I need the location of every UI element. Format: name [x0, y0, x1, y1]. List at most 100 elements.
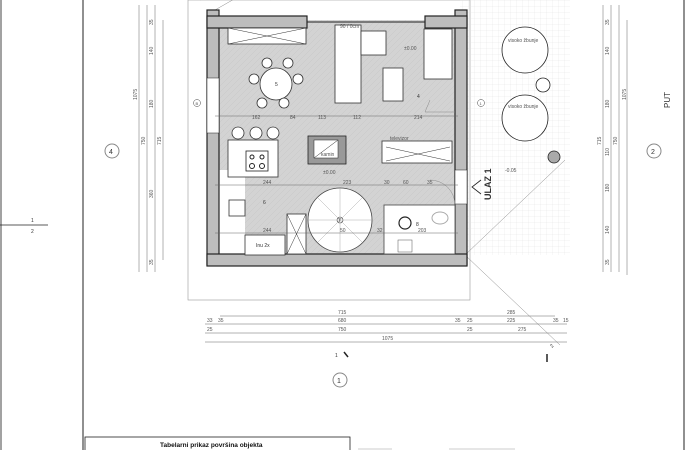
svg-text:50: 50 [340, 228, 346, 234]
svg-text:60: 60 [403, 180, 409, 186]
svg-text:360: 360 [149, 189, 155, 198]
svg-text:140: 140 [605, 46, 611, 55]
svg-text:113: 113 [318, 115, 326, 121]
level-living: ±0.00 [404, 46, 417, 52]
left-dimensions: 1075 750 715 35 140 180 360 35 [133, 5, 164, 272]
bar-stools [231, 126, 280, 140]
level-entrance: -0.05 [505, 168, 517, 174]
view-marker-2[interactable]: 2 [646, 143, 662, 159]
spiral-staircase[interactable] [307, 187, 373, 253]
svg-text:110: 110 [605, 148, 611, 156]
coffee-table [382, 67, 404, 102]
svg-text:35: 35 [553, 318, 559, 324]
svg-text:1075: 1075 [133, 89, 139, 100]
fridge-label: Inu 2x [256, 243, 270, 249]
svg-text:35: 35 [149, 19, 155, 25]
dining-table [259, 67, 293, 101]
svg-text:140: 140 [605, 225, 611, 234]
svg-text:35: 35 [605, 19, 611, 25]
door-swing [424, 99, 455, 113]
room-numbers: 5 4 6 7 8 [263, 82, 420, 228]
svg-text:715: 715 [597, 136, 603, 145]
svg-text:35: 35 [605, 259, 611, 265]
svg-text:180: 180 [149, 99, 155, 108]
svg-text:180: 180 [605, 99, 611, 108]
svg-text:25: 25 [467, 327, 473, 333]
section-marker-1: 1 [335, 353, 338, 359]
svg-text:214: 214 [414, 115, 423, 121]
armchair [423, 28, 453, 80]
svg-text:1: 1 [337, 378, 341, 385]
svg-text:25: 25 [207, 327, 213, 333]
entrance-opening[interactable] [454, 169, 468, 205]
right-dimensions: 1075 715 750 35 140 180 110 180 140 35 [597, 5, 628, 275]
svg-text:244: 244 [263, 228, 272, 234]
svg-text:35: 35 [218, 318, 224, 324]
entrance-marker: ULAZ 1 [471, 169, 493, 200]
svg-text:4: 4 [417, 94, 420, 100]
svg-text:2: 2 [651, 149, 655, 156]
svg-text:visoko žbunje: visoko žbunje [508, 104, 539, 110]
svg-text:6: 6 [263, 200, 266, 206]
svg-text:84: 84 [290, 115, 296, 121]
svg-text:680: 680 [338, 318, 347, 324]
svg-text:223: 223 [343, 180, 352, 186]
svg-text:715: 715 [157, 136, 163, 145]
sofa-chaise [360, 30, 387, 56]
wall-top-right [424, 15, 468, 29]
bush-2: visoko žbunje [501, 94, 549, 142]
svg-text:8: 8 [416, 222, 419, 228]
svg-text:5: 5 [275, 82, 278, 88]
svg-text:7: 7 [338, 218, 341, 224]
svg-text:35: 35 [455, 318, 461, 324]
sofa [334, 24, 362, 104]
area-table [84, 436, 351, 450]
level-kitchen: ±0.00 [323, 170, 336, 176]
bathroom [383, 204, 456, 255]
small-shrub [535, 77, 551, 93]
view-marker-1[interactable]: 1 [332, 372, 348, 388]
level-fraction-top: 1 [31, 218, 34, 224]
area-table-title: Tabelarni prikaz površina objekta [160, 442, 263, 449]
svg-text:162: 162 [252, 115, 261, 121]
tv-label: televizor [390, 136, 409, 142]
bush-1: visoko žbunje [501, 26, 549, 74]
diagonal-boundary [464, 159, 566, 256]
svg-text:244: 244 [263, 180, 272, 186]
tv-cabinet: televizor [381, 136, 453, 164]
svg-text:25: 25 [467, 318, 473, 324]
washbasin-icon [397, 239, 413, 253]
svg-text:750: 750 [613, 136, 619, 145]
svg-text:225: 225 [507, 318, 516, 324]
interior-dimensions: 162 84 113 112 214 244 223 30 60 35 244 … [215, 115, 458, 234]
svg-text:715: 715 [338, 310, 347, 316]
axis-marker-right: 1 [477, 99, 485, 107]
window-label: 90 / 0cm [340, 24, 359, 30]
axis-marker-left: B [193, 99, 201, 107]
fireplace: kamin [307, 135, 347, 165]
level-fraction-bottom: 2 [31, 229, 34, 235]
svg-text:35: 35 [427, 180, 433, 186]
svg-text:750: 750 [338, 327, 347, 333]
svg-text:180: 180 [605, 183, 611, 192]
svg-text:1075: 1075 [622, 89, 628, 100]
svg-text:4: 4 [109, 149, 113, 156]
dining-chairs [248, 57, 304, 109]
entrance-door-swing[interactable] [429, 179, 456, 206]
cooktop-icon [245, 150, 269, 172]
svg-text:33: 33 [207, 318, 213, 324]
road-label: PUT [663, 92, 672, 108]
section-marker-2: 2 [549, 343, 555, 349]
svg-text:203: 203 [418, 228, 427, 234]
section-line-2 [464, 254, 561, 346]
wall-right [454, 9, 468, 266]
svg-text:750: 750 [141, 136, 147, 145]
bottom-dimensions: 715 285 33 35 680 35 25 225 35 15 25 750… [205, 310, 569, 343]
svg-text:30: 30 [384, 180, 390, 186]
fridge [244, 234, 286, 256]
view-marker-4[interactable]: 4 [104, 143, 120, 159]
wall-bottom [206, 253, 468, 267]
wall-left [206, 9, 220, 266]
toilet-icon [431, 211, 449, 225]
